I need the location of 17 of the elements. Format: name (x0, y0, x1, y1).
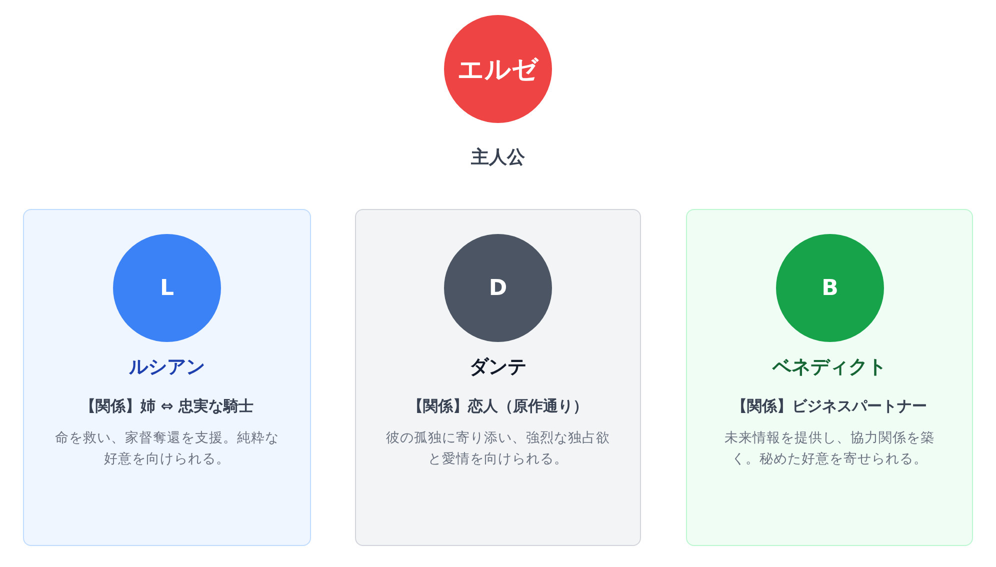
character-name: ルシアン (129, 355, 205, 380)
avatar-label: エルゼ (458, 54, 538, 86)
character-name: ベネディクト (772, 355, 886, 380)
character-card (355, 209, 641, 546)
description-text: 命を救い、家督奪還を支援。純粋な好意を向けられる。 (54, 429, 280, 469)
role-label: 主人公 (471, 146, 525, 169)
character-name: ダンテ (470, 355, 526, 380)
avatar-label: B (822, 276, 838, 300)
relationship-text: 【関係】ビジネスパートナー (731, 396, 928, 417)
description-text: 彼の孤独に寄り添い、強烈な独占欲と愛情を向けられる。 (385, 429, 611, 469)
description-text: 未来情報を提供し、協力関係を築く。秘めた好意を寄せられる。 (724, 429, 936, 469)
avatar-label: L (160, 276, 174, 300)
character-card (686, 209, 973, 546)
character-card (23, 209, 311, 546)
relationship-text: 【関係】恋人（原作通り） (407, 396, 589, 417)
avatar-label: D (488, 276, 508, 300)
relationship-text: 【関係】姉 ⇔ 忠実な騎士 (79, 396, 254, 417)
